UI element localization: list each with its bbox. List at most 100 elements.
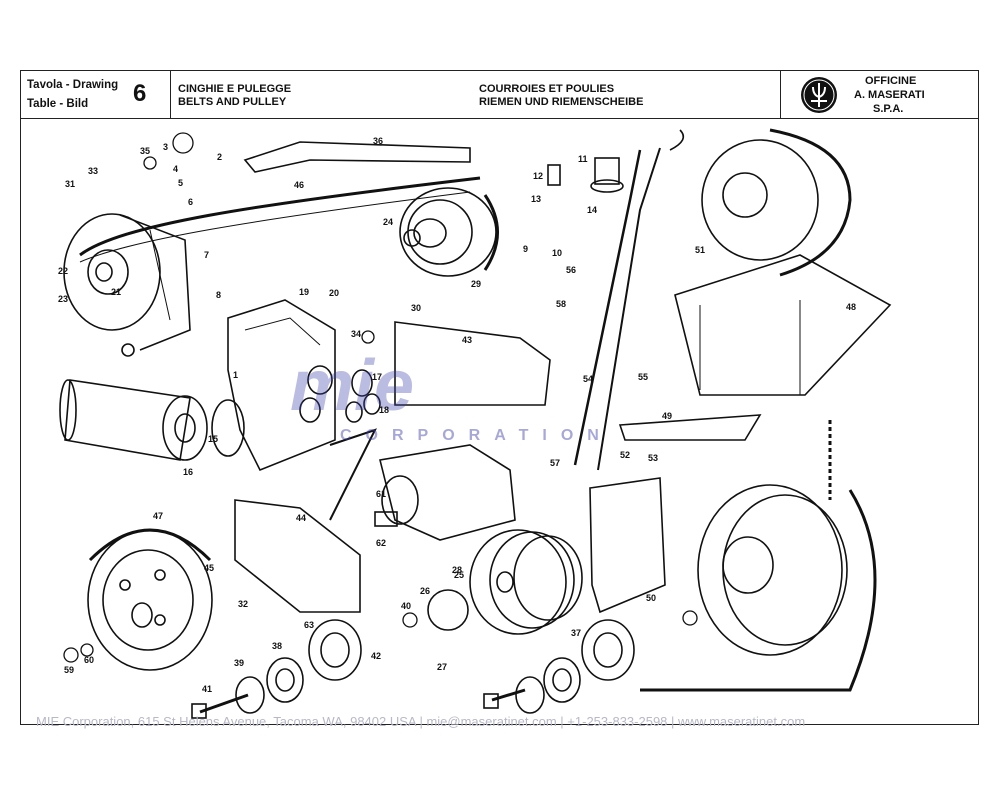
- pump-housing-1: [227, 299, 336, 472]
- part-label-26: 26: [420, 586, 430, 596]
- company-cell: OFFICINE A. MASERATI S.P.A.: [781, 71, 978, 118]
- part-label-53: 53: [648, 453, 658, 463]
- part-label-49: 49: [662, 411, 672, 421]
- part-label-19: 19: [299, 287, 309, 297]
- mie-watermark: mie CORPORATION: [290, 346, 613, 444]
- bracket-36: [243, 141, 471, 173]
- part-label-44: 44: [296, 513, 306, 523]
- title-it: CINGHIE E PULEGGE: [178, 83, 292, 95]
- part-label-27: 27: [437, 662, 447, 672]
- part-label-5: 5: [178, 178, 183, 188]
- dipstick-54: [573, 149, 642, 466]
- part-label-24: 24: [383, 217, 393, 227]
- part-label-18: 18: [379, 405, 389, 415]
- part-label-63: 63: [304, 620, 314, 630]
- part-label-51: 51: [695, 245, 705, 255]
- pulley-45: [87, 528, 213, 671]
- pulley-25: [469, 529, 583, 635]
- title-cell: CINGHIE E PULEGGE BELTS AND PULLEY COURR…: [171, 71, 781, 118]
- part-label-16: 16: [183, 467, 193, 477]
- title-block: Tavola - Drawing Table - Bild 6 CINGHIE …: [21, 71, 978, 119]
- part-label-28: 28: [452, 565, 462, 575]
- part-label-56: 56: [566, 265, 576, 275]
- svg-text:mie: mie: [290, 346, 414, 426]
- part-label-37: 37: [571, 628, 581, 638]
- watermark-text: CORPORATION: [340, 427, 613, 444]
- part-label-61: 61: [376, 489, 386, 499]
- bracket-44: [234, 499, 361, 613]
- part-label-4: 4: [173, 164, 178, 174]
- part-label-1: 1: [233, 370, 238, 380]
- part-label-41: 41: [202, 684, 212, 694]
- part-label-47: 47: [153, 511, 163, 521]
- company-2: A. MASERATI: [854, 89, 925, 101]
- plate-43: [394, 321, 551, 406]
- alternator-right: [701, 128, 852, 277]
- part-label-46: 46: [294, 180, 304, 190]
- table-number: 6: [133, 80, 147, 107]
- part-label-40: 40: [401, 601, 411, 611]
- company-1: OFFICINE: [865, 75, 917, 87]
- footer-contact: MIE Corporation, 615 St Helens Avenue, T…: [36, 714, 806, 729]
- part-label-50: 50: [646, 593, 656, 603]
- part-label-30: 30: [411, 303, 421, 313]
- part-label-38: 38: [272, 641, 282, 651]
- part-label-22: 22: [58, 266, 68, 276]
- maserati-logo-icon: [801, 77, 837, 113]
- part-label-20: 20: [329, 288, 339, 298]
- part-label-17: 17: [372, 372, 382, 382]
- part-label-15: 15: [208, 434, 218, 444]
- crank-pulley-47: [640, 420, 877, 692]
- part-label-12: 12: [533, 171, 543, 181]
- belt-46: [79, 176, 481, 257]
- part-label-57: 57: [550, 458, 560, 468]
- company-3: S.P.A.: [873, 103, 904, 115]
- part-label-48: 48: [846, 302, 856, 312]
- steering-pump-61: [374, 444, 516, 541]
- part-label-33: 33: [88, 166, 98, 176]
- part-label-34: 34: [351, 329, 361, 339]
- part-label-9: 9: [523, 244, 528, 254]
- part-label-29: 29: [471, 279, 481, 289]
- part-label-36: 36: [373, 136, 383, 146]
- part-label-62: 62: [376, 538, 386, 548]
- title-en: BELTS AND PULLEY: [178, 96, 287, 108]
- part-label-39: 39: [234, 658, 244, 668]
- part-label-52: 52: [620, 450, 630, 460]
- part-label-11: 11: [578, 154, 588, 164]
- part-label-42: 42: [371, 651, 381, 661]
- part-label-58: 58: [556, 299, 566, 309]
- pulley-24: [399, 187, 499, 277]
- alternator-part: [63, 213, 191, 357]
- part-label-7: 7: [204, 250, 209, 260]
- part-label-6: 6: [188, 197, 193, 207]
- bracket-48: [674, 254, 892, 396]
- part-label-14: 14: [587, 205, 597, 215]
- title-fr: COURROIES ET POULIES: [479, 83, 615, 95]
- oil-filter-16: [59, 379, 208, 461]
- part-label-59: 59: [64, 665, 74, 675]
- part-label-3: 3: [163, 142, 168, 152]
- table-label-2: Table - Bild: [27, 98, 89, 110]
- part-label-60: 60: [84, 655, 94, 665]
- part-label-54: 54: [583, 374, 593, 384]
- part-label-31: 31: [65, 179, 75, 189]
- part-label-10: 10: [552, 248, 562, 258]
- title-de: RIEMEN UND RIEMENSCHEIBE: [479, 96, 644, 108]
- part-label-2: 2: [217, 152, 222, 162]
- bracket-50: [589, 477, 666, 614]
- arm-49: [618, 414, 762, 441]
- part-label-45: 45: [204, 563, 214, 573]
- part-label-23: 23: [58, 294, 68, 304]
- part-label-21: 21: [111, 287, 121, 297]
- part-label-25: 25: [454, 570, 464, 580]
- part-label-35: 35: [140, 146, 150, 156]
- part-label-43: 43: [462, 335, 472, 345]
- drawing-sheet: Tavola - Drawing Table - Bild 6 CINGHIE …: [20, 70, 979, 725]
- table-cell: Tavola - Drawing Table - Bild 6: [21, 71, 171, 118]
- part-label-13: 13: [531, 194, 541, 204]
- part-label-32: 32: [238, 599, 248, 609]
- table-label-1: Tavola - Drawing: [27, 79, 119, 91]
